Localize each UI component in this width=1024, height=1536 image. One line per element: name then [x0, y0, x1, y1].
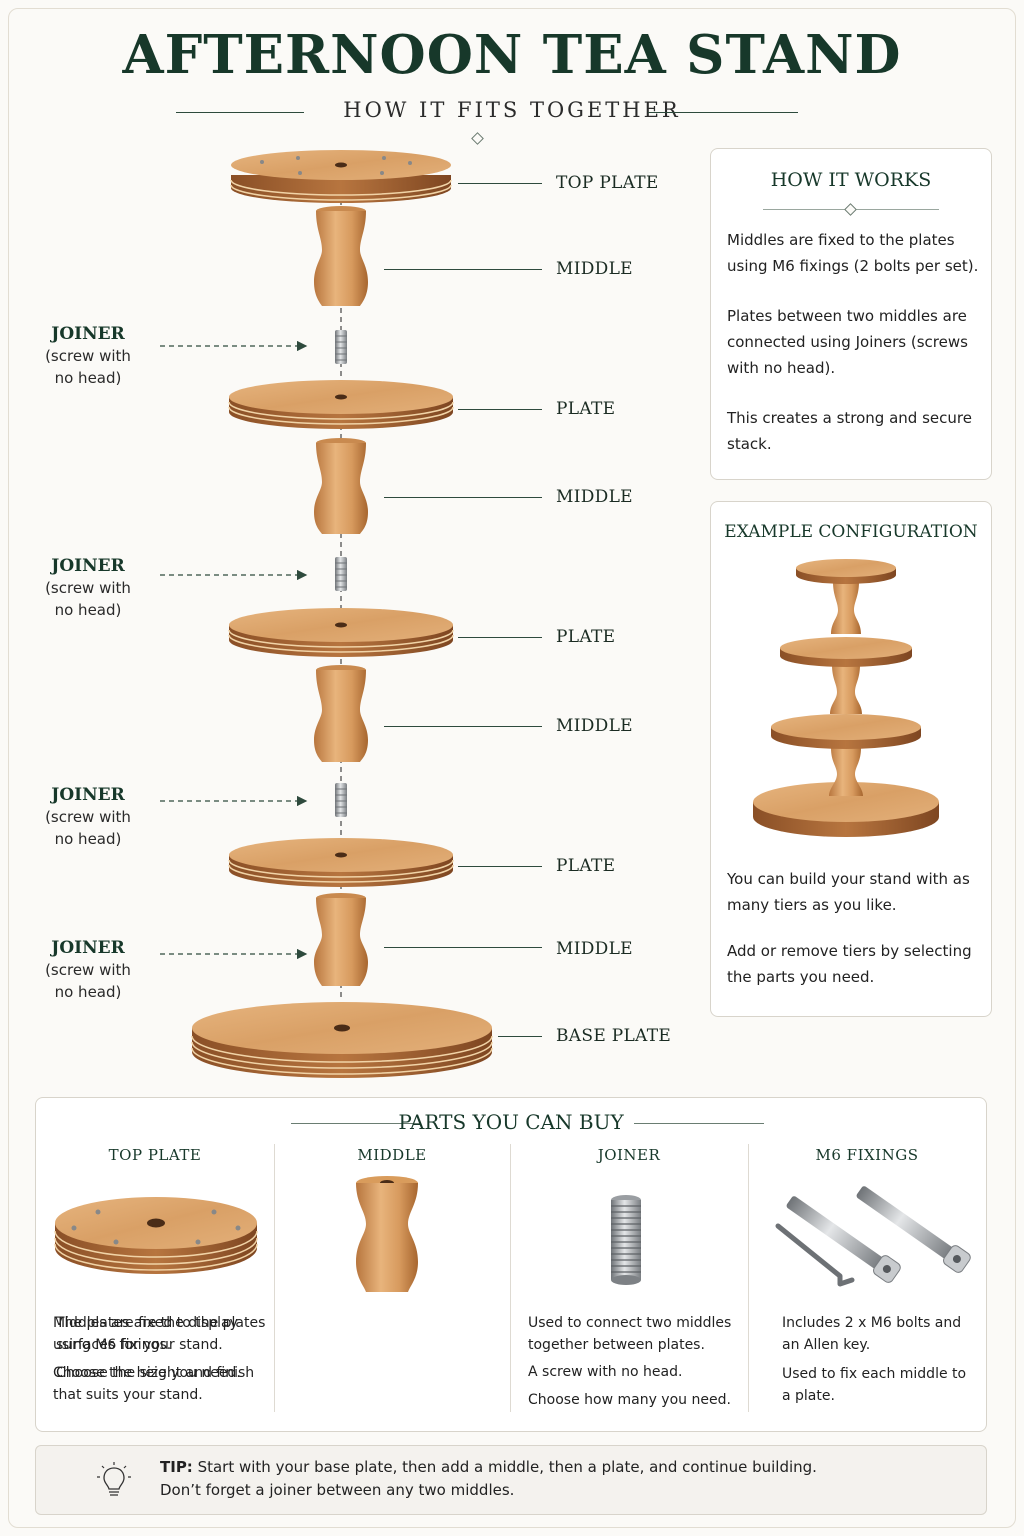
how-it-works-p3: This creates a strong and secure stack.	[727, 409, 972, 453]
joiner-label-4: JOINER (screw with no head)	[33, 937, 143, 1003]
joiner-illustration-3	[335, 783, 347, 817]
label-base-plate: BASE PLATE	[556, 1026, 672, 1046]
label-middle-2: MIDDLE	[556, 487, 633, 507]
page-title: AFTERNOON TEA STAND	[122, 24, 902, 86]
joiner-label-line2: no head)	[54, 369, 122, 387]
parts-col-title-middle: MIDDLE	[357, 1146, 427, 1164]
label-plate-1: PLATE	[556, 399, 616, 419]
how-it-works-title: HOW IT WORKS	[770, 169, 932, 191]
joiner-label-line2: no head)	[54, 601, 122, 619]
joiner-label-line1: (screw with	[45, 961, 131, 979]
plate-illustration-1	[228, 380, 454, 429]
example-config-card: EXAMPLE CONFIGURATION You can build your…	[710, 501, 992, 1017]
joiner-label-line2: no head)	[54, 830, 122, 848]
example-config-p1: You can build your stand with as many ti…	[727, 870, 970, 914]
plate-illustration-3	[228, 838, 454, 887]
subtitle-rule-left	[176, 112, 304, 113]
leader-middle-4	[384, 947, 542, 948]
leader-plate-2	[458, 637, 542, 638]
parts-card: PARTS YOU CAN BUY TOP PLATE The plates a…	[35, 1097, 987, 1432]
joiner-label-title: JOINER	[51, 938, 125, 958]
joiner-illustration-2	[335, 557, 347, 591]
how-it-works-p2: Plates between two middles are connected…	[727, 307, 968, 377]
tip-line1: Start with your base plate, then add a m…	[192, 1458, 817, 1476]
parts-top-plate-text2: Choose the size you need.	[56, 1365, 241, 1381]
parts-m6-text2: Used to fix each middle to a plate.	[782, 1366, 967, 1404]
label-middle-4: MIDDLE	[556, 939, 633, 959]
plate-illustration-2	[228, 608, 454, 657]
parts-divider-2	[510, 1144, 511, 1412]
joiner-label-title: JOINER	[51, 324, 125, 344]
page-frame	[8, 8, 1016, 1528]
subtitle-rule-right	[648, 112, 798, 113]
joiner-label-2: JOINER (screw with no head)	[33, 555, 143, 621]
leader-top-plate	[458, 183, 542, 184]
parts-joiner-text2: A screw with no head.	[528, 1364, 683, 1380]
tip-line2: Don’t forget a joiner between any two mi…	[160, 1481, 515, 1499]
joiner-label-1: JOINER (screw with no head)	[33, 323, 143, 389]
exploded-diagram	[160, 150, 493, 1078]
tip-label: TIP:	[160, 1458, 193, 1476]
leader-middle-2	[384, 497, 542, 498]
joiner-label-line1: (screw with	[45, 347, 131, 365]
label-middle-3: MIDDLE	[556, 716, 633, 736]
middle-illustration-1	[314, 206, 368, 306]
m6-fixings-product-image	[775, 1186, 971, 1287]
example-config-title: EXAMPLE CONFIGURATION	[724, 522, 978, 542]
leader-middle-3	[384, 726, 542, 727]
parts-top-plate-text1: The plates are the display surfaces for …	[56, 1315, 238, 1353]
leader-plate-3	[458, 866, 542, 867]
parts-joiner-text1: Used to connect two middles together bet…	[528, 1315, 732, 1353]
label-top-plate: TOP PLATE	[556, 173, 659, 193]
parts-rule-right	[634, 1123, 764, 1124]
tip-box: TIP: Start with your base plate, then ad…	[35, 1445, 987, 1515]
parts-rule-left	[291, 1123, 421, 1124]
parts-divider-1	[274, 1144, 275, 1412]
joiner-label-line1: (screw with	[45, 808, 131, 826]
page-subtitle: HOW IT FITS TOGETHER	[343, 98, 681, 122]
how-it-works-diamond	[844, 203, 857, 216]
parts-title: PARTS YOU CAN BUY	[398, 1110, 624, 1134]
parts-col-title-top-plate: TOP PLATE	[108, 1146, 202, 1164]
leader-middle-1	[384, 269, 542, 270]
example-config-p2: Add or remove tiers by selecting the par…	[727, 942, 972, 986]
base-plate-illustration	[191, 1002, 493, 1078]
how-it-works-card: HOW IT WORKS Middles are fixed to the pl…	[710, 148, 992, 480]
middle-product-image	[356, 1176, 418, 1292]
joiner-label-line1: (screw with	[45, 579, 131, 597]
parts-middle-text1: Middles are fixed to the plates using M6…	[53, 1315, 266, 1353]
joiner-label-3: JOINER (screw with no head)	[33, 784, 143, 850]
leader-plate-1	[458, 409, 542, 410]
parts-divider-3	[748, 1144, 749, 1412]
parts-col-title-m6-fixings: M6 FIXINGS	[815, 1146, 919, 1164]
leader-base-plate	[498, 1036, 542, 1037]
example-stand-illustration	[753, 559, 939, 837]
joiner-label-title: JOINER	[51, 556, 125, 576]
label-middle-1: MIDDLE	[556, 259, 633, 279]
tip-text: TIP: Start with your base plate, then ad…	[160, 1456, 817, 1502]
middle-illustration-3	[314, 665, 368, 762]
parts-middle-text2: Choose the height and finish that suits …	[53, 1365, 255, 1403]
joiner-label-line2: no head)	[54, 983, 122, 1001]
middle-illustration-2	[314, 438, 368, 534]
parts-m6-text1: Includes 2 x M6 bolts and an Allen key.	[782, 1315, 962, 1353]
joiner-product-image	[611, 1195, 641, 1285]
how-it-works-p1: Middles are fixed to the plates using M6…	[727, 231, 979, 275]
top-plate-illustration	[230, 150, 452, 203]
joiner-label-title: JOINER	[51, 785, 125, 805]
label-plate-3: PLATE	[556, 856, 616, 876]
parts-joiner-text3: Choose how many you need.	[528, 1392, 731, 1408]
parts-col-title-joiner: JOINER	[597, 1146, 661, 1164]
joiner-illustration-1	[335, 330, 347, 364]
top-plate-product-image	[54, 1197, 258, 1274]
middle-illustration-4	[314, 893, 368, 986]
label-plate-2: PLATE	[556, 627, 616, 647]
lightbulb-icon	[97, 1462, 131, 1496]
